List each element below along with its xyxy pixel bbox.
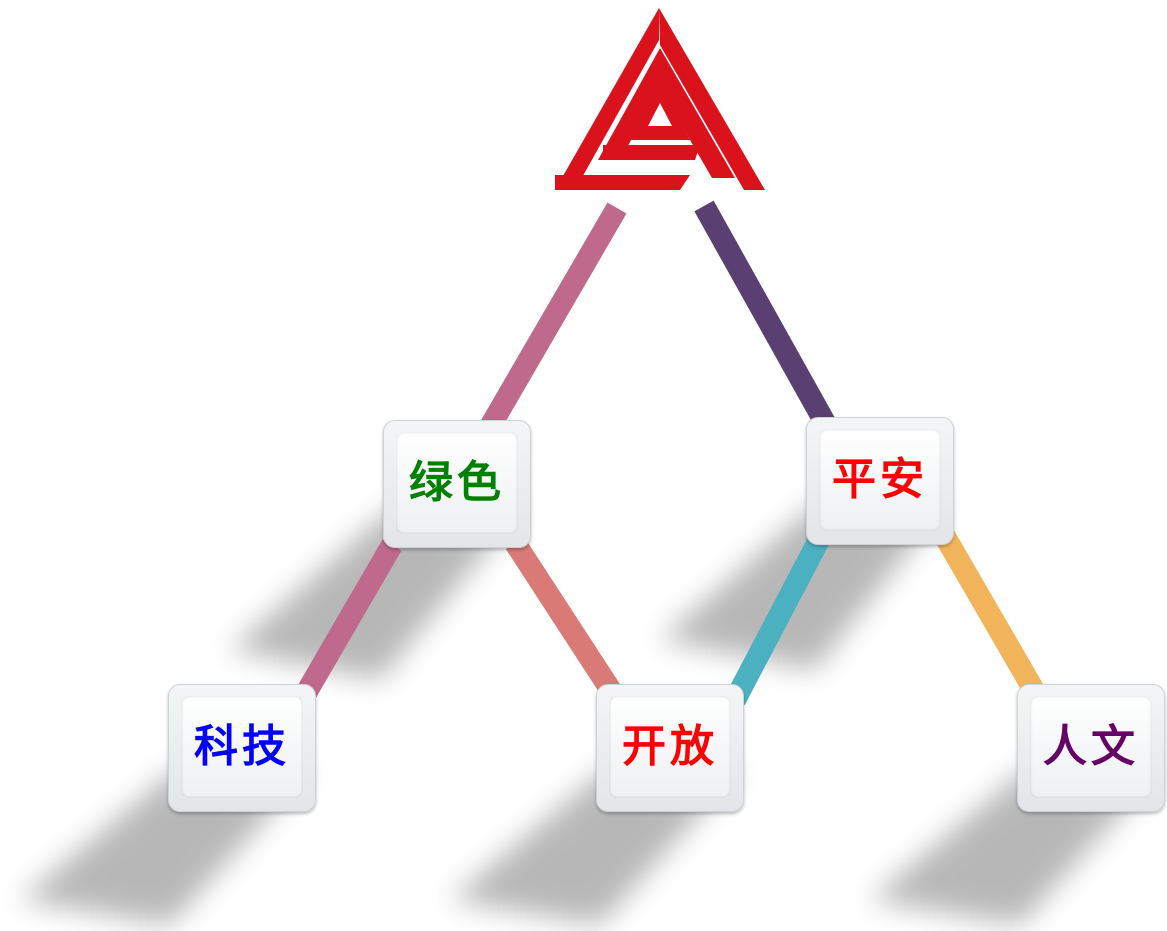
node-safe-face: 平安 xyxy=(819,429,941,531)
connector-safe-humanities xyxy=(930,522,1045,698)
node-tech: 科技 xyxy=(168,684,316,812)
connector-green-open xyxy=(505,536,622,699)
node-green-face: 绿色 xyxy=(396,432,518,534)
connector-green-tech xyxy=(292,539,402,706)
node-tech-face: 科技 xyxy=(181,696,303,798)
connector-logo-green xyxy=(478,202,627,436)
connector-logo-safe xyxy=(694,200,838,434)
node-humanities: 人文 xyxy=(1017,684,1165,812)
node-open-face: 开放 xyxy=(609,696,731,798)
node-green-label: 绿色 xyxy=(409,457,505,508)
node-open-label: 开放 xyxy=(622,721,718,772)
node-tech-label: 科技 xyxy=(194,721,290,772)
node-safe: 平安 xyxy=(806,417,954,545)
node-green: 绿色 xyxy=(383,420,531,548)
node-open: 开放 xyxy=(596,684,744,812)
node-humanities-face: 人文 xyxy=(1030,696,1152,798)
node-humanities-label: 人文 xyxy=(1043,721,1139,772)
logo-inner-triangle xyxy=(648,103,672,126)
node-safe-label: 平安 xyxy=(832,454,928,505)
triangle-logo-icon xyxy=(555,8,765,190)
connectors xyxy=(292,200,1045,706)
connector-safe-open xyxy=(725,532,830,706)
